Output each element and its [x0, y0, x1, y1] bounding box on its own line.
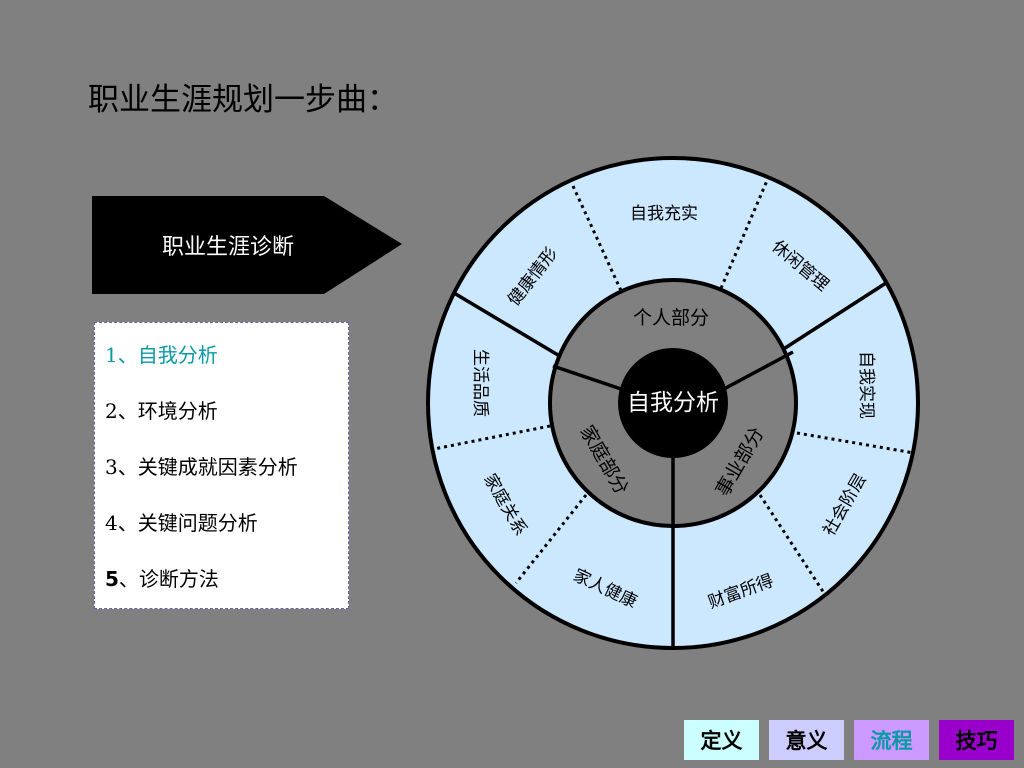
- nav-definition-button[interactable]: 定义: [684, 720, 759, 760]
- outer-label-self-enrichment: 自我充实: [630, 204, 698, 224]
- step-item-1[interactable]: 1、自我分析: [105, 343, 218, 367]
- dotted-dividers: [433, 175, 915, 594]
- outer-label-self-realization: 自我实现: [856, 351, 876, 419]
- step-item-5[interactable]: 5、诊断方法: [105, 567, 219, 591]
- divider-personal-family: [453, 291, 569, 363]
- center-circle: [618, 348, 728, 458]
- steps-list: 1、自我分析 2、环境分析 3、关键成就因素分析 4、关键问题分析 5、诊断方法: [94, 322, 349, 609]
- center-label: 自我分析: [627, 390, 719, 416]
- page-title: 职业生涯规划一步曲：: [88, 82, 398, 118]
- nav-skills-label: 技巧: [955, 729, 998, 753]
- diagnosis-arrow-banner: [92, 196, 402, 294]
- nav-meaning-label: 意义: [785, 729, 828, 753]
- inner-label-personal: 个人部分: [633, 307, 709, 329]
- nav-skills-button[interactable]: 技巧: [939, 720, 1014, 760]
- step-item-3[interactable]: 3、关键成就因素分析: [105, 455, 298, 479]
- step-item-2[interactable]: 2、环境分析: [105, 399, 218, 423]
- step-item-4[interactable]: 4、关键问题分析: [105, 511, 258, 535]
- wheel-shapes: [426, 156, 920, 650]
- banner-label: 职业生涯诊断: [161, 235, 294, 260]
- nav-process-label: 流程: [870, 729, 913, 753]
- divider-personal-career: [781, 281, 887, 352]
- nav-definition-label: 定义: [700, 729, 743, 753]
- outer-label-life-quality: 生活品质: [470, 349, 490, 417]
- nav-process-button[interactable]: 流程: [854, 720, 929, 760]
- nav-meaning-button[interactable]: 意义: [769, 720, 844, 760]
